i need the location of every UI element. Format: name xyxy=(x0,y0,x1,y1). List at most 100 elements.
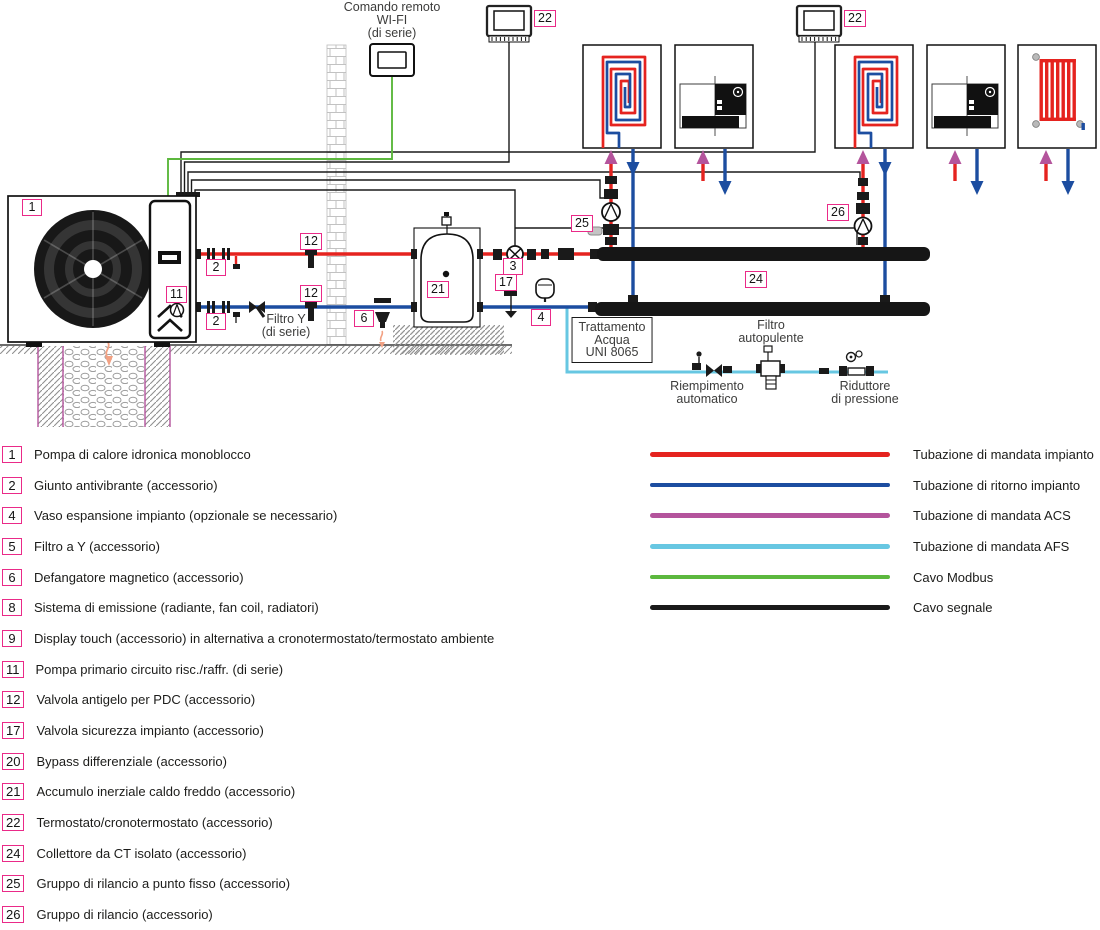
emission-boxes xyxy=(582,44,1097,149)
legend-label: Collettore da CT isolato (accessorio) xyxy=(36,845,247,861)
pipe-swatch-cavo-modbus xyxy=(650,574,890,580)
legend-item-2: 2 Giunto antivibrante (accessorio) xyxy=(2,470,494,501)
legend-label: Defangatore magnetico (accessorio) xyxy=(34,569,244,585)
legend-label: Bypass differenziale (accessorio) xyxy=(36,753,227,769)
callout-1: 1 xyxy=(22,199,42,216)
annotation-line: (di serie) xyxy=(261,325,311,339)
legend-number: 26 xyxy=(2,906,25,924)
legend-number: 2 xyxy=(2,476,22,494)
afs-line xyxy=(565,308,888,390)
annotation-line: Riempimento xyxy=(670,379,744,393)
vaso-espansione-icon xyxy=(535,278,555,302)
legend-label: Valvola antigelo per PDC (accessorio) xyxy=(36,692,256,708)
callout-12: 12 xyxy=(300,233,322,250)
pipe-legend-item-cavo-modbus: Cavo Modbus xyxy=(650,562,1094,593)
pipe-swatch-mandata-afs xyxy=(650,544,890,549)
pump-group-25 xyxy=(587,176,621,245)
legend-item-26: 26 Gruppo di rilancio (accessorio) xyxy=(2,899,494,930)
giunto-antivibrante-ritorno-icon xyxy=(207,301,230,313)
gravel-pit xyxy=(37,346,171,427)
legend-label: Display touch (accessorio) in alternativ… xyxy=(34,630,495,646)
radiator-icon xyxy=(1032,53,1085,130)
callout-6: 6 xyxy=(354,310,374,327)
callout-22: 22 xyxy=(844,10,866,27)
legend-number: 4 xyxy=(2,507,22,525)
legend-label: Termostato/cronotermostato (accessorio) xyxy=(36,815,273,831)
legend-number: 22 xyxy=(2,814,25,832)
callout-2: 2 xyxy=(206,313,226,330)
valvola-antigelo-ritorno-icon xyxy=(305,302,317,321)
legend-number: 1 xyxy=(2,445,22,463)
riduttore-pressione-icon xyxy=(819,350,874,376)
callout-12: 12 xyxy=(300,285,322,302)
annotation-line: UNI 8065 xyxy=(585,345,639,359)
legend-number: 8 xyxy=(2,599,22,617)
thermostat-2 xyxy=(795,4,843,43)
pipe-legend-label: Tubazione di mandata AFS xyxy=(913,538,1070,554)
mandata-fittings xyxy=(541,248,574,260)
legend-label: Giunto antivibrante (accessorio) xyxy=(34,477,218,493)
annotation-line: (di serie) xyxy=(367,26,417,40)
legend-label: Vaso espansione impianto (opzionale se n… xyxy=(34,508,338,524)
pipe-legend-item-mandata-impianto: Tubazione di mandata impianto xyxy=(650,439,1094,470)
legend-item-8: 8 Sistema di emissione (radiante, fan coi… xyxy=(2,592,494,623)
diagram-svg xyxy=(0,4,1097,427)
legend-item-17: 17 Valvola sicurezza impianto (accessorio… xyxy=(2,715,494,746)
valvola-antigelo-mandata-icon xyxy=(305,249,317,268)
pipe-legend-item-ritorno-impianto: Tubazione di ritorno impianto xyxy=(650,470,1094,501)
legend-number: 25 xyxy=(2,875,25,893)
tank-sensor-dot xyxy=(442,270,450,278)
legend-label: Accumulo inerziale caldo freddo (accesso… xyxy=(36,784,296,800)
pump-group-26 xyxy=(853,178,873,245)
tank-base xyxy=(393,325,504,355)
radiant-floor-icon-1 xyxy=(601,55,647,148)
thermostat-1 xyxy=(485,4,533,43)
annotation-line: autopulente xyxy=(738,331,804,345)
pipe-legend-label: Cavo Modbus xyxy=(913,569,994,585)
annotation-line: di pressione xyxy=(831,392,899,406)
callout-26: 26 xyxy=(827,204,849,221)
tank-flanges xyxy=(411,249,483,312)
legend-label: Valvola sicurezza impianto (accessorio) xyxy=(36,723,264,739)
heat-pump-unit xyxy=(7,195,197,347)
annotation-line: Comando remoto xyxy=(343,0,441,14)
signal-cables xyxy=(176,42,861,247)
annotation-line: Filtro Y xyxy=(266,312,306,326)
legend-number: 17 xyxy=(2,722,25,740)
legend-item-25: 25 Gruppo di rilancio a punto fisso (acce… xyxy=(2,869,494,900)
legend-label: Gruppo di rilancio (accessorio) xyxy=(36,907,213,923)
annotation-line: Filtro xyxy=(757,318,785,332)
pipe-swatch-mandata-acs xyxy=(650,513,890,519)
legend-item-22: 22 Termostato/cronotermostato (accessorio… xyxy=(2,807,494,838)
pipe-legend-item-mandata-acs: Tubazione di mandata ACS xyxy=(650,500,1094,531)
callout-3: 3 xyxy=(503,258,523,275)
modbus-cable xyxy=(167,77,393,197)
legend-number: 21 xyxy=(2,783,25,801)
legend-label: Filtro a Y (accessorio) xyxy=(34,538,160,554)
buffer-tank xyxy=(411,212,483,328)
annotation-line: Acqua xyxy=(594,332,630,347)
legend-label: Gruppo di rilancio a punto fisso (access… xyxy=(36,876,291,892)
wifi-remote-device xyxy=(369,43,415,77)
pipe-legend-item-mandata-afs: Tubazione di mandata AFS xyxy=(650,531,1094,562)
fan-coil-icon-2 xyxy=(931,76,999,136)
pipe-legend-item-cavo-segnale: Cavo segnale xyxy=(650,592,1094,623)
annotation-line: Riduttore xyxy=(839,379,891,393)
legend-label: Sistema di emissione (radiante, fan coil… xyxy=(34,600,319,616)
fan-icon xyxy=(34,210,152,328)
mandata-arrowheads xyxy=(604,150,1053,164)
fan-coil-icon-1 xyxy=(679,76,747,136)
legend-item-4: 4 Vaso espansione impianto (opzionale se … xyxy=(2,500,494,531)
